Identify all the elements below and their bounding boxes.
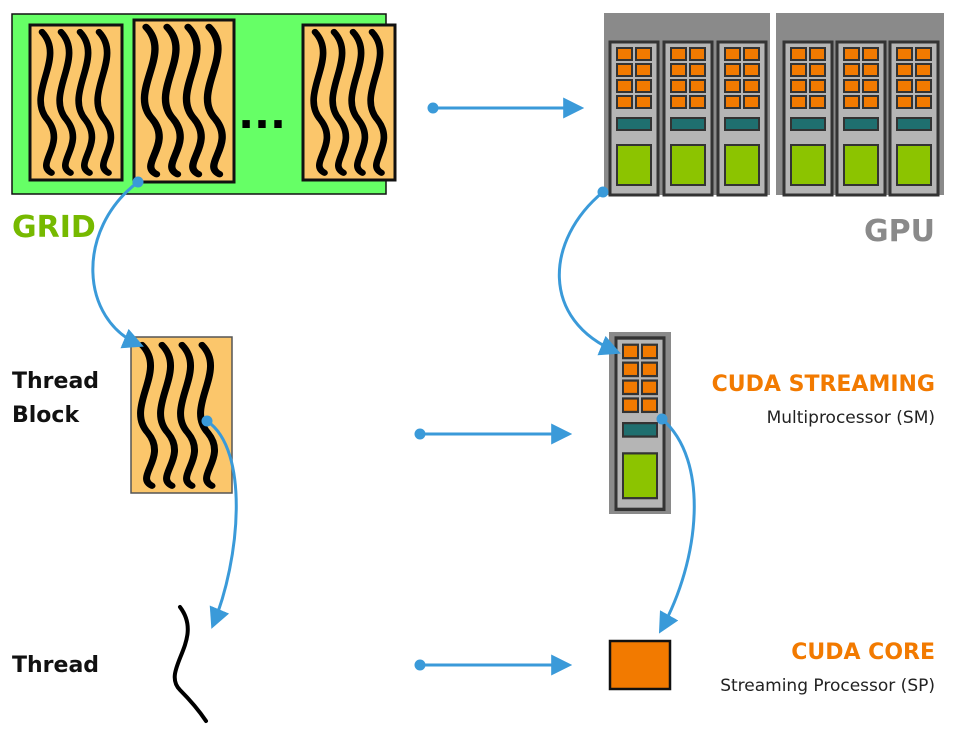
cuda-core-square — [608, 639, 672, 691]
gpu-sm-5 — [835, 40, 887, 197]
sp-title: CUDA CORE — [791, 640, 935, 665]
thread-block — [130, 336, 233, 494]
sm-subtitle: Multiprocessor (SM) — [766, 408, 935, 428]
arrow-gpu-to-sm — [557, 190, 621, 356]
grid-ellipsis: ... — [238, 89, 286, 138]
thread-label: Thread — [12, 653, 100, 678]
arrow-sm-to-core — [658, 417, 696, 634]
gpu-sm-1 — [608, 40, 660, 197]
sm-title: CUDA STREAMING — [711, 372, 935, 397]
hierarchy-arrows — [91, 180, 696, 634]
thread-block-label-line1: Thread — [12, 369, 100, 394]
gpu-sm-6 — [888, 40, 940, 197]
arrow-block-to-thread — [206, 419, 238, 629]
gpu-label: GPU — [864, 214, 935, 249]
gpu-sm-3 — [716, 40, 768, 197]
grid-label: GRID — [12, 210, 96, 245]
grid-block-1 — [28, 23, 124, 182]
thread-block-label-line2: Block — [12, 403, 80, 428]
grid: ... — [11, 13, 397, 195]
sp-subtitle: Streaming Processor (SP) — [720, 676, 935, 696]
arrow-grid-to-block — [91, 180, 144, 349]
mapping-arrows — [420, 97, 585, 676]
gpu — [604, 13, 944, 197]
thread-glyph — [172, 605, 208, 723]
grid-block-2 — [132, 18, 236, 184]
gpu-sm-4 — [782, 40, 834, 197]
grid-block-3 — [301, 23, 397, 182]
gpu-sm-2 — [662, 40, 714, 197]
